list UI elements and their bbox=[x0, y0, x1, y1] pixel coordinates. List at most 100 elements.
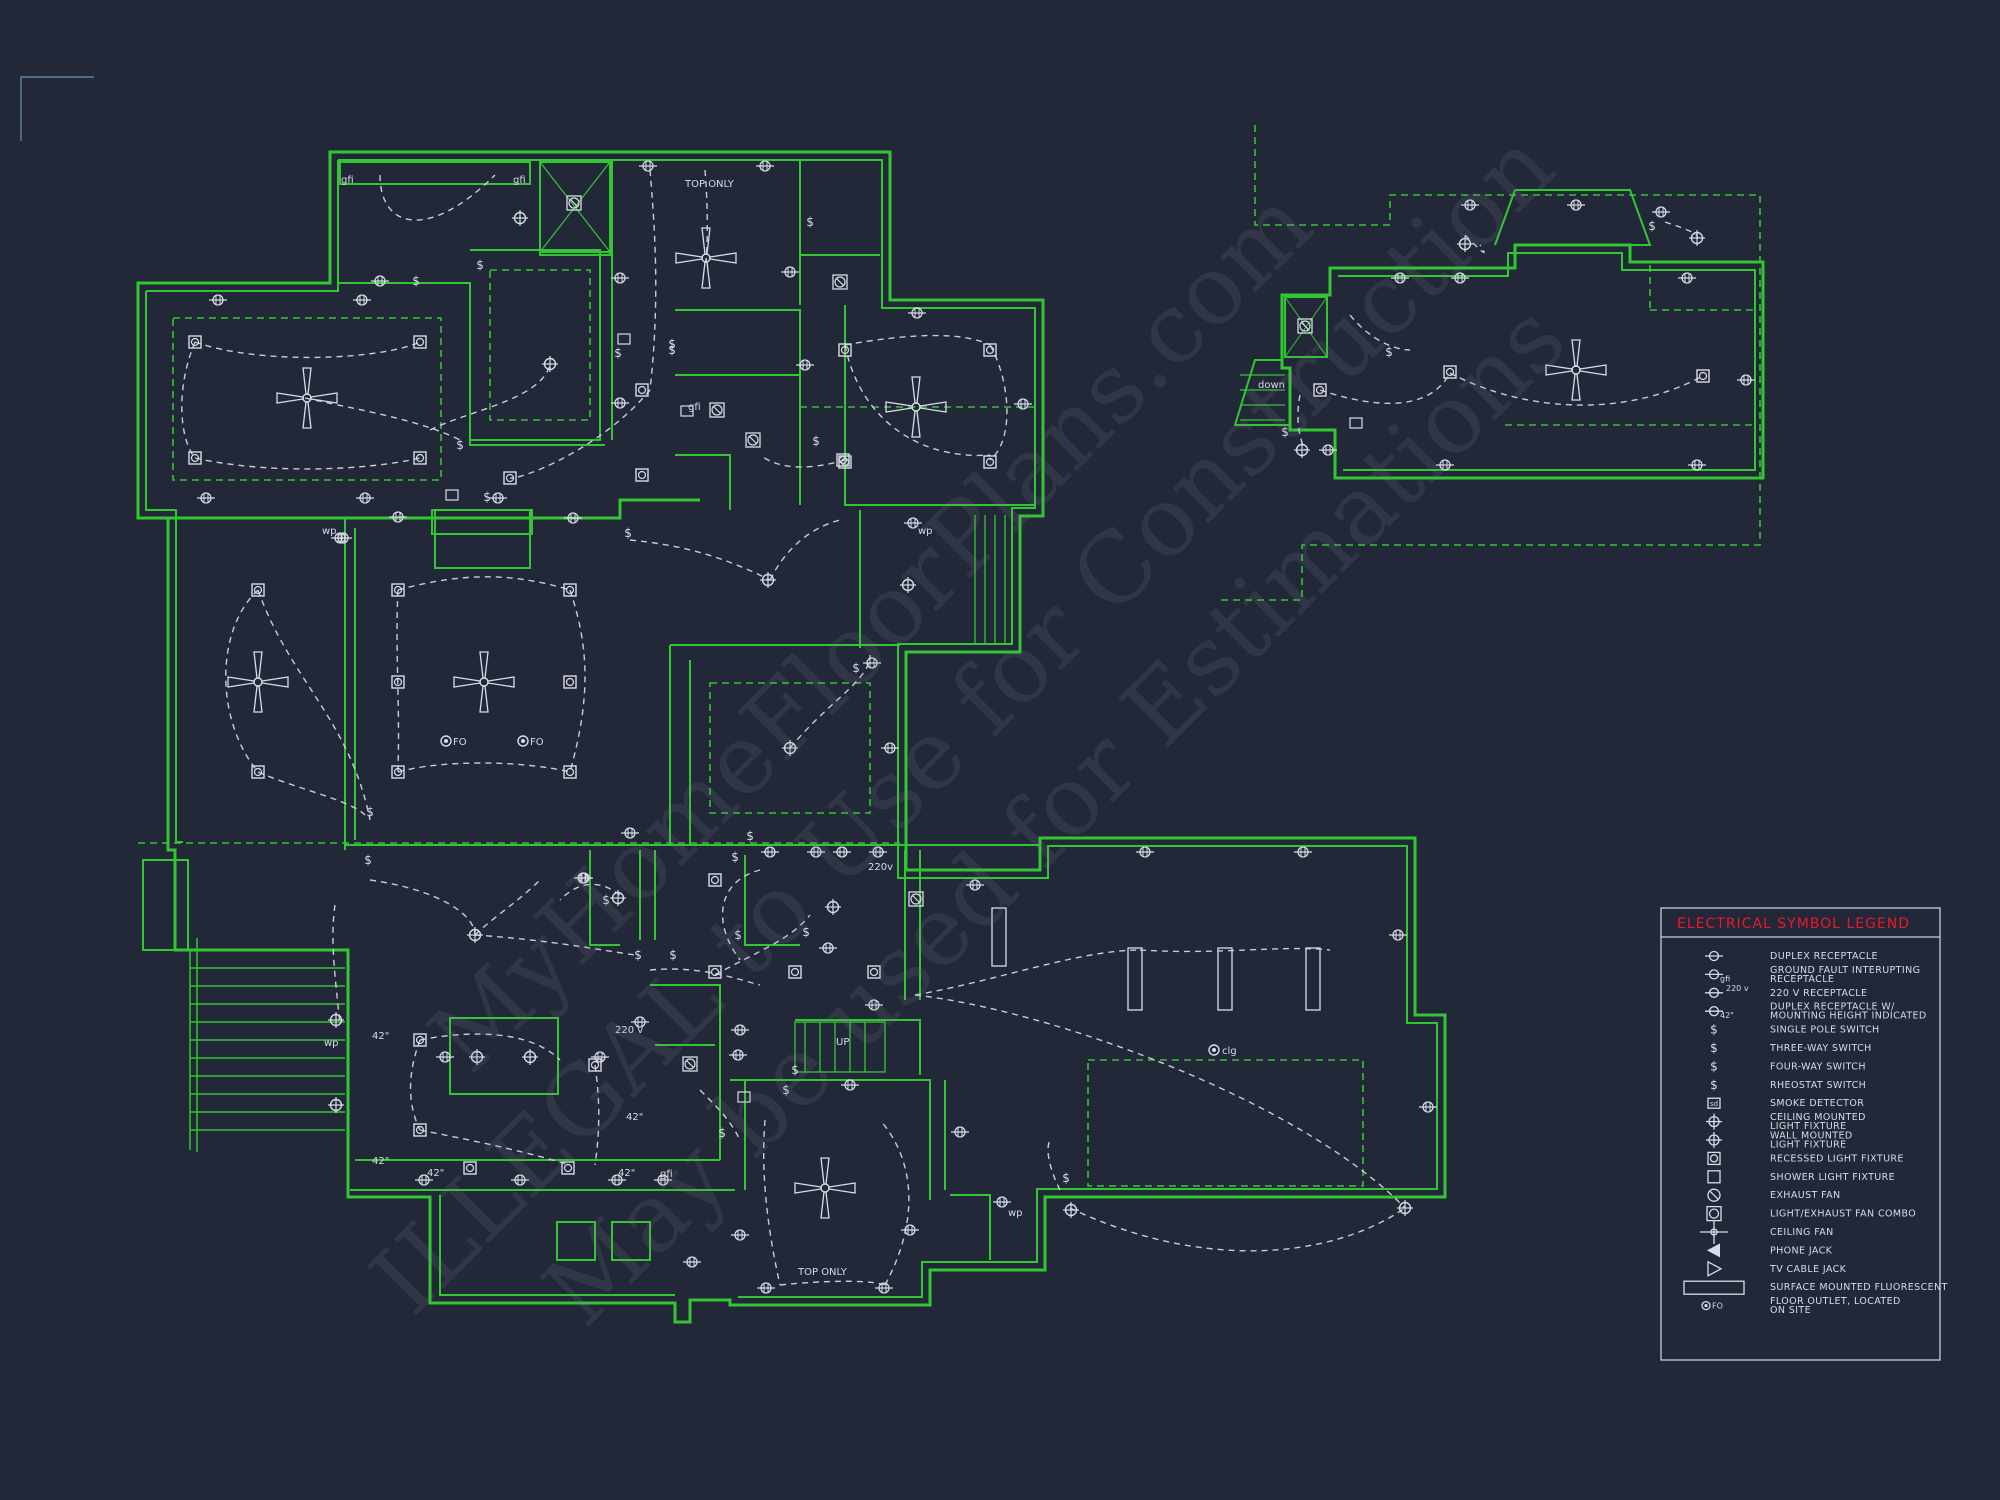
title-corner-mark bbox=[20, 76, 94, 141]
legend-label: LIGHT/EXHAUST FAN COMBO bbox=[1770, 1209, 1916, 1220]
smoke-detectors bbox=[445, 333, 1363, 1103]
legend-item: TV CABLE JACK bbox=[1769, 1264, 1847, 1275]
legend-label: WALL MOUNTED bbox=[1770, 1131, 1853, 1142]
floor-outlets bbox=[440, 735, 1220, 1056]
220v-receptacle-icon: 220 v bbox=[1705, 984, 1749, 998]
legend-item: RECESSED LIGHT FIXTURE bbox=[1770, 1153, 1904, 1164]
legend-label: CEILING FAN bbox=[1770, 1227, 1834, 1238]
note-weatherproof: wp bbox=[324, 1038, 339, 1049]
legend-label: RHEOSTAT SWITCH bbox=[1770, 1080, 1866, 1091]
legend-label: 220 V RECEPTACLE bbox=[1770, 988, 1867, 999]
note-floor-outlet: FO bbox=[530, 737, 544, 748]
exhaust-fan-icon bbox=[745, 432, 761, 448]
legend-title: ELECTRICAL SYMBOL LEGEND bbox=[1677, 916, 1910, 932]
single-pole-switch-icon: $ bbox=[1710, 1023, 1718, 1037]
legend-label: MOUNTING HEIGHT INDICATED bbox=[1770, 1011, 1927, 1022]
svg-text:sd: sd bbox=[1710, 1100, 1718, 1108]
legend-item: 220 V RECEPTACLE bbox=[1770, 988, 1867, 999]
svg-text:$: $ bbox=[1710, 1078, 1718, 1092]
svg-text:gfi: gfi bbox=[1720, 974, 1730, 983]
note-gfi: gfi bbox=[513, 175, 526, 186]
svg-text:220 v: 220 v bbox=[1726, 984, 1749, 993]
gfi-receptacle-icon: gfi bbox=[1705, 969, 1730, 983]
note-mount-height: 42" bbox=[372, 1156, 389, 1167]
four-way-switch-icon: $ bbox=[1710, 1059, 1718, 1073]
garage-columns bbox=[991, 907, 1321, 1011]
note-mount-height: 42" bbox=[618, 1168, 635, 1179]
shower-light-icon bbox=[1707, 1170, 1721, 1184]
legend-item: SHOWER LIGHT FIXTURE bbox=[1770, 1172, 1895, 1183]
legend-label: TV CABLE JACK bbox=[1769, 1264, 1847, 1275]
exhaust-fan-icon bbox=[709, 402, 725, 418]
legend-label: LIGHT FIXTURE bbox=[1770, 1140, 1847, 1151]
note-gfi: gfi bbox=[660, 1169, 673, 1180]
legend-label: CEILING MOUNTED bbox=[1770, 1112, 1866, 1123]
legend-item: FOUR-WAY SWITCH bbox=[1770, 1061, 1866, 1072]
note-top-only: TOP ONLY bbox=[684, 179, 735, 190]
legend-label: SINGLE POLE SWITCH bbox=[1770, 1025, 1880, 1036]
legend-label: LIGHT FIXTURE bbox=[1770, 1121, 1847, 1132]
legend-item: SINGLE POLE SWITCH bbox=[1770, 1025, 1880, 1036]
note-weatherproof: wp bbox=[322, 526, 337, 537]
legend-label: PHONE JACK bbox=[1770, 1245, 1833, 1256]
main-stair bbox=[794, 1021, 886, 1073]
wall-light-icon bbox=[1706, 1132, 1722, 1148]
ceiling-fan-icon bbox=[794, 1157, 856, 1219]
note-top-only: TOP ONLY bbox=[797, 1267, 848, 1278]
watermark-line-2: ILLEGAL to Use for Construction bbox=[350, 110, 1576, 1336]
surface-fluorescent-icon bbox=[1683, 1280, 1745, 1295]
legend-item: THREE-WAY SWITCH bbox=[1769, 1043, 1872, 1054]
ceiling-fan-icon bbox=[453, 651, 515, 713]
note-weatherproof: wp bbox=[1008, 1208, 1023, 1219]
ceiling-fan-icon bbox=[227, 651, 289, 713]
recessed-light-icon bbox=[1707, 1151, 1721, 1166]
wiring-runs bbox=[181, 169, 1704, 1286]
note-mount-height: 42" bbox=[372, 1031, 389, 1042]
note-ceiling: clg bbox=[1222, 1046, 1237, 1057]
legend-item: DUPLEX RECEPTACLE W/MOUNTING HEIGHT INDI… bbox=[1770, 1002, 1927, 1022]
exhaust-fan-icon bbox=[566, 195, 582, 211]
tv-cable-jack-icon bbox=[1707, 1260, 1723, 1277]
legend-item: RHEOSTAT SWITCH bbox=[1770, 1080, 1866, 1091]
rheostat-switch-icon: $ bbox=[1710, 1078, 1718, 1092]
svg-text:$: $ bbox=[1710, 1023, 1718, 1037]
phone-jack-icon bbox=[1707, 1243, 1720, 1258]
legend-label: EXHAUST FAN bbox=[1770, 1190, 1841, 1201]
legend-label: THREE-WAY SWITCH bbox=[1769, 1043, 1872, 1054]
east-stair bbox=[974, 515, 1006, 645]
legend-label: FLOOR OUTLET, LOCATED bbox=[1770, 1296, 1901, 1307]
note-220v: 220v bbox=[868, 862, 893, 873]
duplex-receptacle-icon bbox=[1705, 950, 1723, 962]
legend-label: GROUND FAULT INTERUPTING bbox=[1770, 965, 1920, 976]
ceiling-fan-icon bbox=[1700, 1220, 1728, 1244]
height-receptacle-icon: 42" bbox=[1705, 1006, 1734, 1020]
legend-item: PHONE JACK bbox=[1770, 1245, 1833, 1256]
svg-text:$: $ bbox=[1710, 1041, 1718, 1055]
legend-label: DUPLEX RECEPTACLE W/ bbox=[1770, 1002, 1895, 1013]
svg-text:$: $ bbox=[1710, 1059, 1718, 1073]
legend-label: RECESSED LIGHT FIXTURE bbox=[1770, 1153, 1904, 1164]
note-gfi: gfi bbox=[341, 175, 354, 186]
note-mount-height: 42" bbox=[427, 1168, 444, 1179]
note-stair-up: UP bbox=[836, 1037, 849, 1048]
light-exhaust-combo-icon bbox=[1706, 1205, 1722, 1222]
note-mount-height: 42" bbox=[626, 1112, 643, 1123]
legend-label: SHOWER LIGHT FIXTURE bbox=[1770, 1172, 1895, 1183]
legend-item: CEILING FAN bbox=[1770, 1227, 1834, 1238]
legend-label: FOUR-WAY SWITCH bbox=[1770, 1061, 1866, 1072]
legend-item: LIGHT/EXHAUST FAN COMBO bbox=[1770, 1209, 1916, 1220]
upper-floor-walls bbox=[1220, 125, 1765, 601]
smoke-detector-icon: sd bbox=[1707, 1097, 1721, 1109]
svg-text:42": 42" bbox=[1720, 1011, 1734, 1020]
legend-label: ON SITE bbox=[1770, 1305, 1811, 1316]
legend-label: SURFACE MOUNTED FLUORESCENT bbox=[1770, 1282, 1948, 1293]
three-way-switch-icon: $ bbox=[1710, 1041, 1718, 1055]
plan-annotations: TOP ONLY TOP ONLY FO FO clg UP down 220v… bbox=[322, 175, 1285, 1278]
exhaust-fan-icon bbox=[1707, 1188, 1721, 1202]
